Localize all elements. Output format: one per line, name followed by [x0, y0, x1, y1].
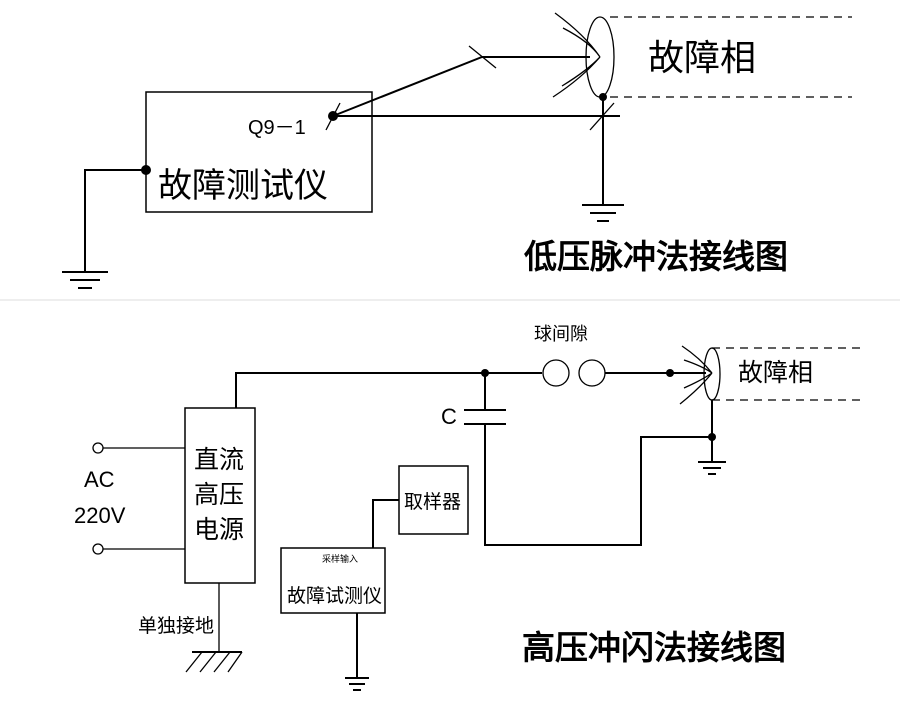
sampler-box — [398, 465, 469, 535]
sampler-label: 取样器 — [404, 491, 461, 513]
cable-core-node — [666, 369, 674, 377]
hv-sheath-ground-icon — [698, 461, 726, 475]
low-cable-label: 故障相 — [648, 38, 756, 79]
ac-terminal-bottom — [92, 543, 104, 555]
dc-supply-label-3: 电源 — [194, 515, 244, 544]
low-diagram-title: 低压脉冲法接线图 — [524, 237, 788, 276]
ac-terminal-top — [92, 442, 104, 454]
hv-cable-label: 故障相 — [738, 358, 813, 387]
ac-label: AC — [84, 467, 115, 492]
dc-supply-label-1: 直流 — [194, 445, 244, 474]
low-sheath-tick — [589, 102, 615, 131]
sphere-gap-left — [542, 359, 570, 387]
hv-cable-conductors — [679, 345, 713, 405]
low-voltage-diagram: 故障相 故障测试仪 Q9－1 低压脉冲法接线图 — [62, 12, 852, 289]
low-sheath-ground-icon — [582, 204, 624, 222]
hv-diagram-title: 高压冲闪法接线图 — [522, 628, 786, 667]
hv-tester-label: 故障试测仪 — [287, 585, 382, 607]
hv-tester-ground-icon — [345, 677, 369, 691]
capacitor-return-wire — [484, 424, 712, 546]
low-tester-label: 故障测试仪 — [158, 166, 328, 206]
low-tester-ground-node — [141, 165, 151, 175]
high-voltage-diagram: AC 220V 直流 高压 电源 单独接地 C 球间隙 故障相 — [74, 324, 860, 691]
hv-tester-input-label: 采样输入 — [322, 553, 358, 565]
low-terminal-label: Q9－1 — [248, 117, 306, 139]
capacitor-label: C — [441, 404, 457, 429]
low-tester-ground-wire — [84, 169, 146, 272]
low-cable-conductors — [552, 12, 601, 98]
low-tester-ground-icon — [62, 271, 108, 289]
sphere-gap-label: 球间隙 — [534, 324, 588, 345]
low-sheath-node — [599, 93, 607, 101]
dc-supply-ground-label: 单独接地 — [138, 615, 214, 637]
capacitor-plates — [464, 409, 506, 425]
hv-tester-box — [280, 547, 386, 614]
ac-voltage-label: 220V — [74, 503, 126, 528]
low-signal-wire-cross — [468, 45, 497, 69]
sampler-signal-wire — [372, 499, 399, 560]
hv-output-wire — [235, 372, 542, 408]
sphere-gap-right — [578, 359, 606, 387]
earth-ground-icon — [185, 651, 243, 673]
dc-supply-label-2: 高压 — [194, 480, 244, 509]
dc-supply-box — [184, 407, 256, 584]
